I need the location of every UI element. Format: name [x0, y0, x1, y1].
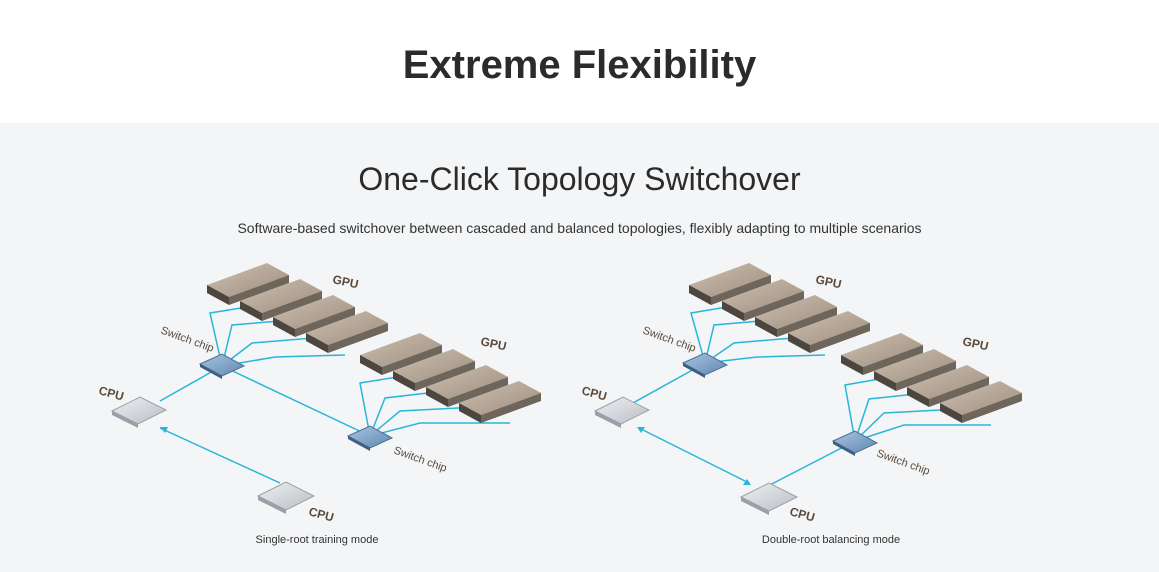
- switch-label-1: Switch chip: [159, 325, 215, 355]
- topology-section: One-Click Topology Switchover Software-b…: [0, 123, 1159, 572]
- gpu-label-2: GPU: [961, 334, 989, 353]
- switch-chip-1: [198, 353, 246, 379]
- gpu-label-1: GPU: [331, 272, 359, 291]
- caption-single-root: Single-root training mode: [255, 534, 379, 546]
- cpu-2: [256, 481, 316, 514]
- cpu-label-2: CPU: [788, 504, 816, 524]
- arrow-head-icon: [160, 427, 168, 433]
- gpu-group-1: [689, 263, 870, 353]
- cpu-2: [739, 482, 799, 515]
- switch-chip-1: [681, 352, 729, 378]
- page-title: Extreme Flexibility: [402, 43, 757, 87]
- gpu-label-2: GPU: [479, 334, 507, 353]
- switch-chip-2: [831, 430, 879, 456]
- page-header: Extreme Flexibility: [0, 0, 1159, 123]
- pcie-links: [623, 304, 991, 489]
- double-root-diagram: GPU GPU: [580, 263, 1022, 524]
- gpu-group-2: [360, 333, 541, 423]
- arrow-head-icon: [743, 479, 751, 485]
- arrow-head-icon: [637, 427, 645, 433]
- switch-label-1: Switch chip: [641, 325, 697, 355]
- caption-double-root: Double-root balancing mode: [761, 534, 901, 546]
- switch-label-2: Switch chip: [875, 448, 931, 478]
- cpu-label-2: CPU: [307, 504, 335, 524]
- cpu-1: [593, 396, 651, 428]
- gpu-label-1: GPU: [814, 272, 842, 291]
- cpu-1: [110, 396, 168, 428]
- switch-label-2: Switch chip: [392, 445, 448, 475]
- gpu-group-2: [841, 333, 1022, 423]
- section-title: One-Click Topology Switchover: [358, 161, 801, 197]
- cpu-label-1: CPU: [97, 383, 125, 403]
- single-root-diagram: GPU GPU: [97, 263, 541, 524]
- switch-chip-2: [346, 425, 394, 451]
- cpu-label-1: CPU: [580, 383, 608, 403]
- gpu-group-1: [207, 263, 388, 353]
- section-subtitle: Software-based switchover between cascad…: [237, 220, 922, 236]
- pcie-links: [159, 304, 510, 484]
